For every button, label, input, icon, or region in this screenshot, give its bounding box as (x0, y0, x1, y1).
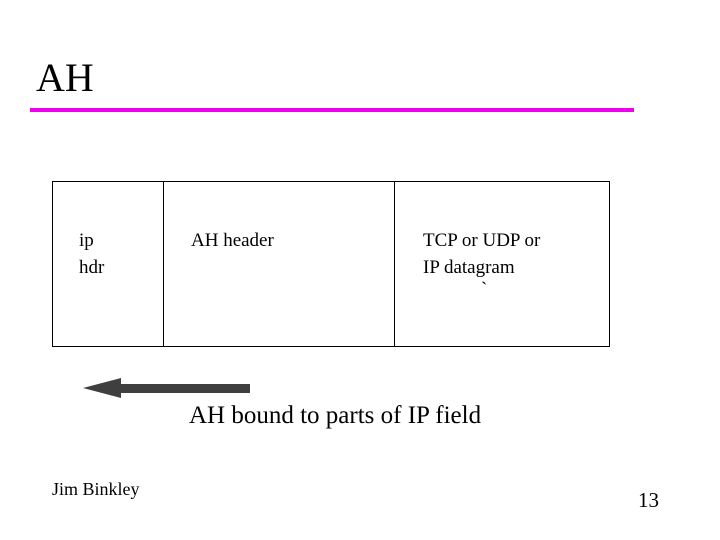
page-title: AH (36, 55, 94, 100)
footer-author: Jim Binkley (52, 479, 140, 499)
arrow-shaft-icon (120, 384, 250, 393)
arrow-head-icon (83, 378, 121, 398)
packet-cell-ip-header-label: ip hdr (79, 230, 105, 278)
title-underline-rule (30, 108, 634, 112)
packet-cell-payload-label: TCP or UDP or IP datagram (423, 230, 541, 278)
footer-page-number: 13 (638, 488, 659, 512)
packet-cell-payload: TCP or UDP or IP datagram ` (395, 182, 611, 346)
left-arrow-icon (83, 378, 250, 398)
packet-cell-ip-header: ip hdr (53, 182, 164, 346)
packet-cell-ah-header: AH header (164, 182, 395, 346)
diagram-caption: AH bound to parts of IP field (189, 402, 482, 429)
packet-diagram: ip hdr AH header TCP or UDP or IP datagr… (52, 181, 610, 347)
packet-cell-ah-header-label: AH header (191, 230, 274, 251)
stray-backtick-mark: ` (481, 279, 488, 300)
